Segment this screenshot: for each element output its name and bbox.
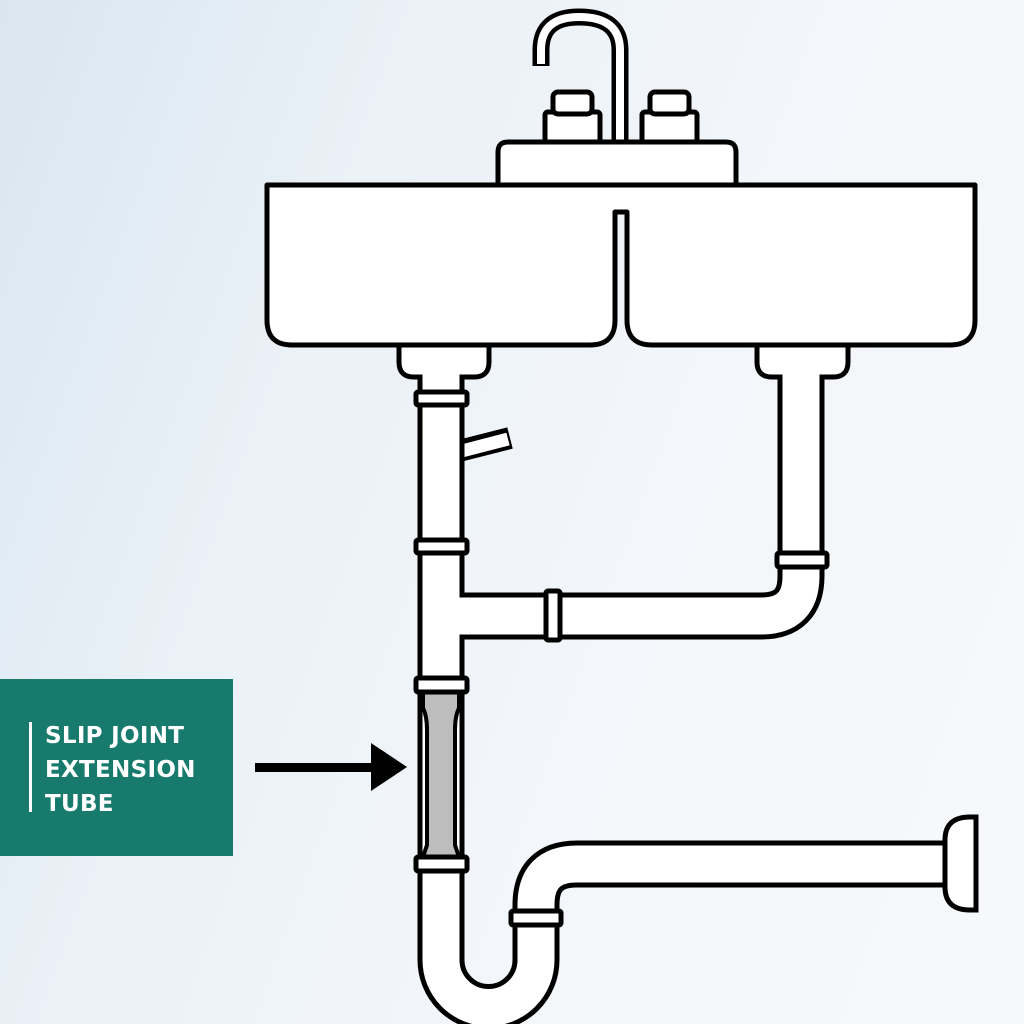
- wall-flange: [942, 814, 979, 913]
- slip-joint-extension-tube: [420, 690, 462, 859]
- faucet: [495, 8, 739, 188]
- drain-pipes: [417, 374, 952, 1024]
- right-drain-body: [754, 342, 851, 380]
- callout-line-2: EXTENSION: [45, 757, 196, 783]
- callout-accent-bar: [29, 722, 32, 812]
- callout-line-3: TUBE: [45, 791, 114, 817]
- left-drain-body: [396, 342, 492, 380]
- callout-text: SLIP JOINT EXTENSION TUBE: [45, 719, 196, 821]
- callout-label: SLIP JOINT EXTENSION TUBE: [0, 679, 233, 856]
- slip-nuts: [413, 389, 830, 928]
- callout-line-1: SLIP JOINT: [45, 723, 185, 749]
- pointer-arrow: [255, 743, 407, 791]
- double-sink: [264, 182, 978, 348]
- faucet-deck: [495, 139, 739, 188]
